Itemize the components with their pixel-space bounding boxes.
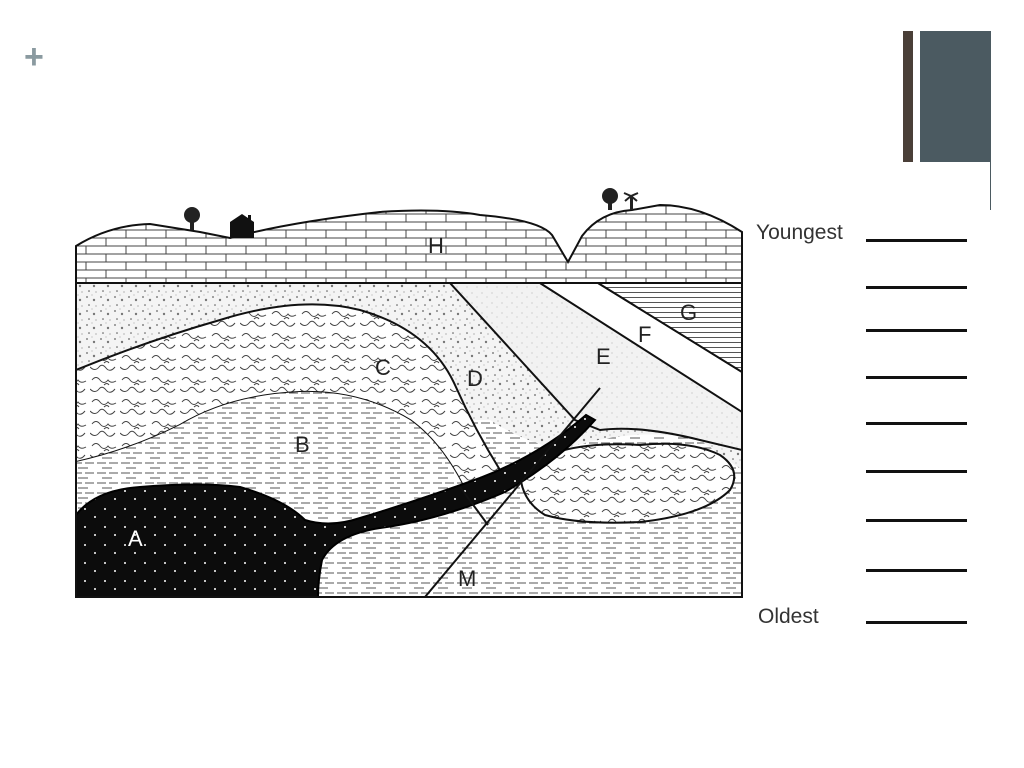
plus-icon: + (24, 38, 44, 76)
geologic-cross-section: H G F E D C B A M (75, 188, 743, 598)
layer-g (596, 283, 742, 374)
answer-blank-8[interactable] (866, 569, 967, 572)
label-c: C (375, 355, 391, 380)
youngest-label: Youngest (756, 221, 843, 244)
label-b: B (295, 432, 310, 457)
layer-c-lens (518, 442, 736, 524)
layer-e (448, 283, 742, 452)
answer-blank-6[interactable] (866, 470, 967, 473)
label-d: D (467, 366, 483, 391)
oldest-label: Oldest (758, 605, 819, 628)
accent-line (990, 162, 991, 210)
label-m: M (458, 566, 476, 591)
answer-blank-2[interactable] (866, 286, 967, 289)
layer-a (76, 413, 597, 597)
palm-tree-icon (623, 192, 639, 210)
label-h: H (428, 233, 444, 258)
label-e: E (596, 344, 611, 369)
section-frame (75, 282, 743, 598)
accent-bar-slate (920, 31, 991, 162)
tree-icon (602, 188, 618, 210)
tree-icon (184, 207, 200, 230)
layer-f (538, 283, 742, 414)
answer-blank-9[interactable] (866, 621, 967, 624)
answer-blank-7[interactable] (866, 519, 967, 522)
answer-blank-5[interactable] (866, 422, 967, 425)
answer-blank-4[interactable] (866, 376, 967, 379)
layer-h (75, 203, 743, 284)
fault-m (424, 387, 601, 597)
fault-offset (459, 486, 489, 526)
label-g: G (680, 300, 697, 325)
accent-bar-dark (903, 31, 913, 162)
answer-blank-1[interactable] (866, 239, 967, 242)
label-f: F (638, 322, 651, 347)
house-icon (230, 214, 254, 238)
label-a: A (128, 526, 143, 551)
answer-blank-3[interactable] (866, 329, 967, 332)
